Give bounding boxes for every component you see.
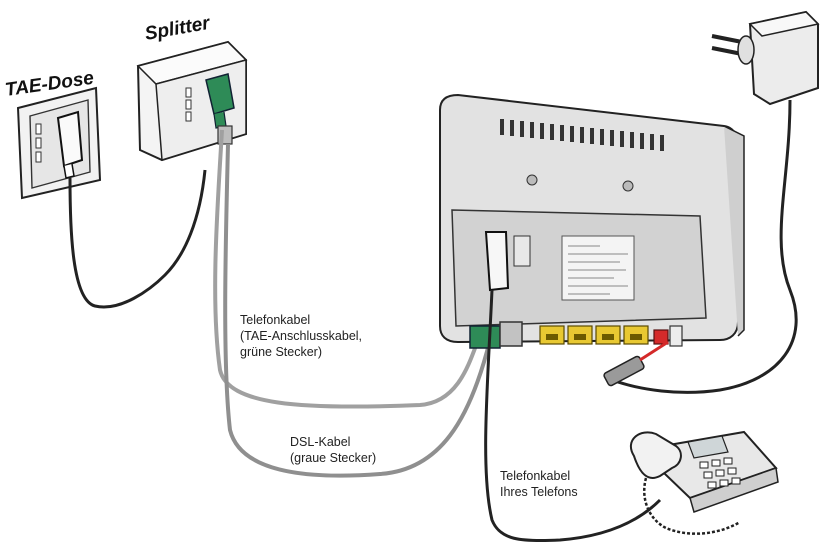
router-icon [439,93,745,349]
phone-cable-label-2: (TAE-Anschlusskabel, [240,329,362,343]
phone-cable-green [213,129,482,409]
telephone-icon [629,430,779,535]
own-phone-cable-label-2: Ihres Telefons [500,485,578,499]
splitter-label: Splitter [143,13,213,45]
power-adapter-icon [603,10,820,394]
own-phone-cable-label-1: Telefonkabel [500,469,570,483]
phone-cable-label-3: grüne Stecker) [240,345,322,359]
dsl-cable-label-1: DSL-Kabel [290,435,350,449]
tae-splitter-cable [68,169,207,309]
splitter-icon [136,40,248,162]
tae-socket-icon [16,86,102,200]
dsl-cable-label-2: (graue Stecker) [290,451,376,465]
dsl-cable-grey [223,143,492,478]
own-phone-cable [484,289,662,543]
phone-cable-label-1: Telefonkabel [240,313,310,327]
